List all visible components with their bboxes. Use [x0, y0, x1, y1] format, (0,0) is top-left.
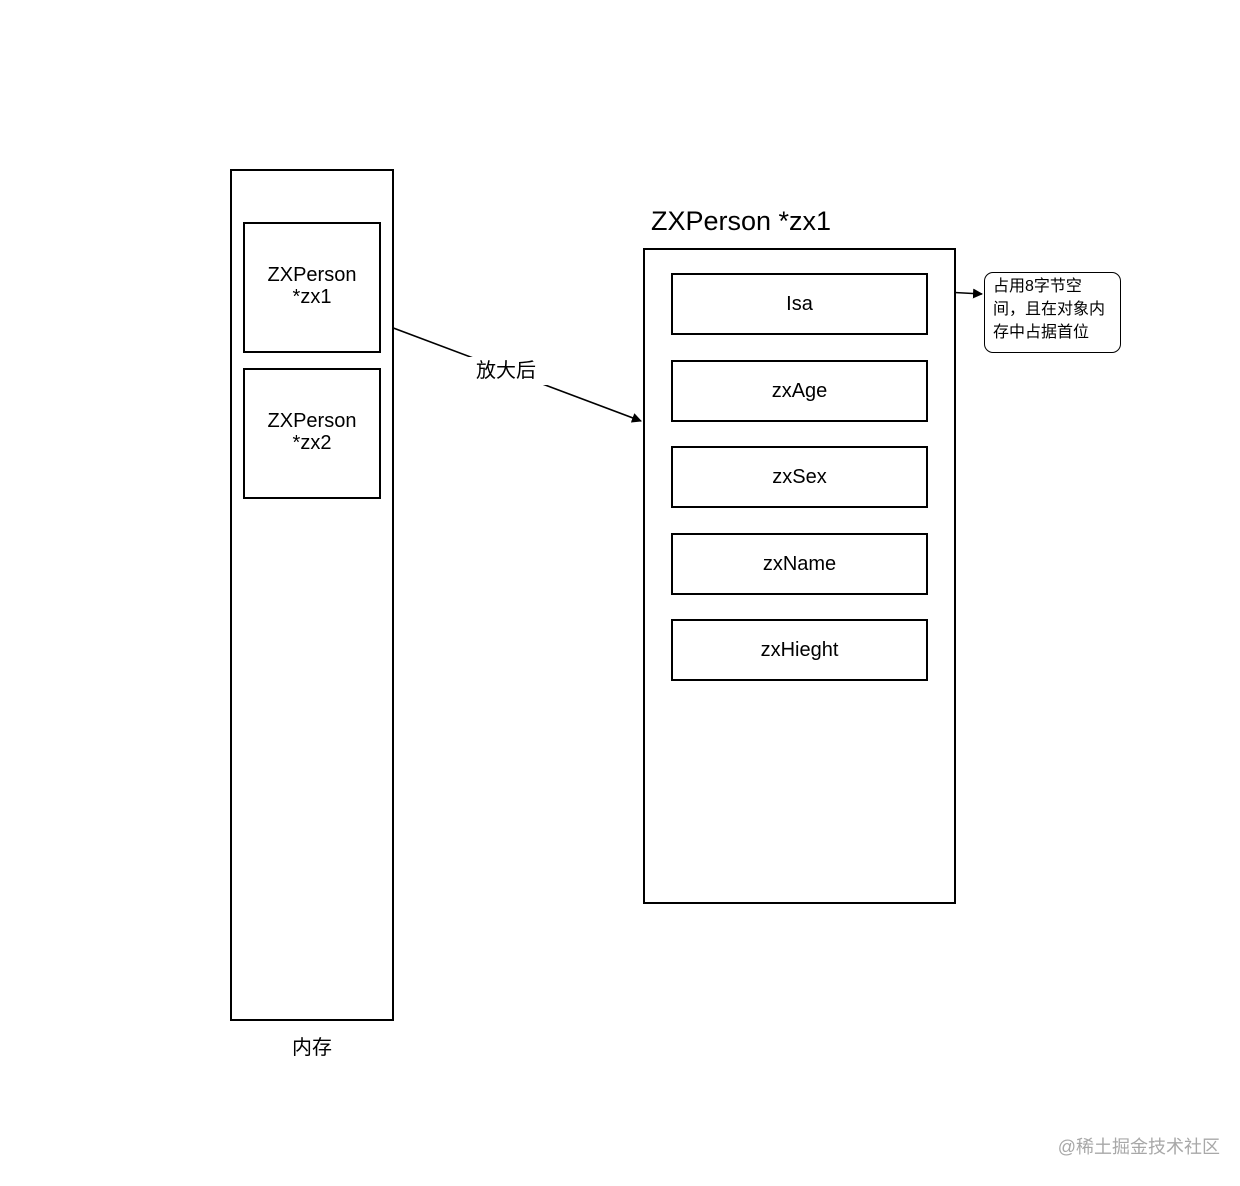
- isa-note-line: 占用8字节空: [993, 278, 1082, 295]
- memory-object-zx1-type: ZXPerson: [267, 264, 357, 286]
- memory-caption: 内存: [292, 1037, 332, 1059]
- field-zxhieght: zxHieght: [671, 619, 928, 681]
- memory-object-zx2: ZXPerson *zx2: [243, 368, 381, 499]
- zoom-label: 放大后: [464, 357, 548, 385]
- memory-object-zx1-var: *zx1: [292, 286, 332, 308]
- field-zxsex: zxSex: [671, 446, 928, 508]
- field-zxname-label: zxName: [762, 553, 837, 575]
- field-zxhieght-label: zxHieght: [760, 639, 839, 661]
- memory-object-zx2-type: ZXPerson: [267, 410, 357, 432]
- isa-note: 占用8字节空 间，且在对象内 存中占据首位: [984, 272, 1121, 353]
- field-isa-label: Isa: [786, 293, 813, 315]
- memory-object-zx2-var: *zx2: [292, 432, 332, 454]
- expanded-object-title: ZXPerson *zx1: [651, 206, 832, 236]
- memory-object-zx1-label: ZXPerson *zx1: [245, 264, 379, 308]
- memory-object-zx2-label: ZXPerson *zx2: [245, 410, 379, 454]
- field-zxname: zxName: [671, 533, 928, 595]
- isa-note-line: 存中占据首位: [993, 324, 1090, 341]
- field-zxage-label: zxAge: [771, 380, 828, 402]
- isa-note-text: 占用8字节空 间，且在对象内 存中占据首位: [993, 275, 1117, 344]
- field-zxage: zxAge: [671, 360, 928, 422]
- watermark: @稀土掘金技术社区: [1057, 1137, 1220, 1157]
- memory-object-zx1: ZXPerson *zx1: [243, 222, 381, 353]
- isa-note-line: 间，且在对象内: [993, 301, 1106, 318]
- field-zxsex-label: zxSex: [772, 466, 827, 488]
- field-isa: Isa: [671, 273, 928, 335]
